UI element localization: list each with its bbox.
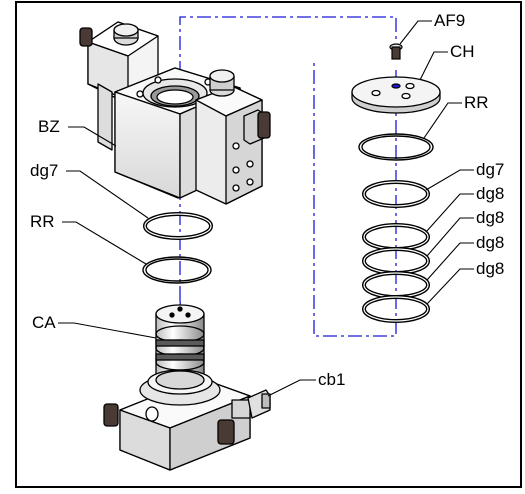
dg8-ring-stack-part — [362, 223, 430, 323]
label-dg7-right: dg7 — [476, 160, 505, 179]
af9-screw-part — [389, 43, 403, 60]
label-rr-left: RR — [30, 212, 55, 231]
rr-left-ring-part — [142, 256, 212, 284]
rr-right-leader — [423, 102, 462, 139]
dg7-right-ring-part — [362, 180, 430, 208]
ca-cartridge-part — [155, 304, 205, 381]
label-rr-right: RR — [464, 93, 489, 112]
ca-leader — [58, 322, 157, 339]
rr-left-leader — [62, 221, 147, 265]
drawing-border — [15, 1, 522, 488]
label-dg8-1: dg8 — [476, 184, 505, 203]
label-af9: AF9 — [434, 11, 466, 30]
label-dg7-left: dg7 — [30, 161, 59, 180]
base-block-part — [103, 369, 271, 471]
dg8-leaders — [425, 193, 474, 305]
label-ch: CH — [450, 42, 475, 61]
label-ca: CA — [32, 313, 56, 332]
label-dg8-2: dg8 — [476, 208, 505, 227]
rr-right-ring-part — [358, 133, 434, 161]
ch-cover-part — [351, 76, 441, 114]
bz-leader — [68, 126, 117, 147]
label-dg8-3: dg8 — [476, 233, 505, 252]
label-dg8-4: dg8 — [476, 259, 505, 278]
dg7-left-leader — [66, 170, 149, 219]
bz-housing-part — [79, 21, 271, 205]
ch-leader — [419, 51, 448, 81]
label-bz: BZ — [38, 117, 60, 136]
dg7-left-ring-part — [143, 212, 213, 240]
af9-leader — [399, 20, 432, 45]
cb1-leader — [267, 379, 316, 397]
dg7-right-leader — [425, 169, 474, 191]
label-cb1: cb1 — [318, 370, 346, 389]
